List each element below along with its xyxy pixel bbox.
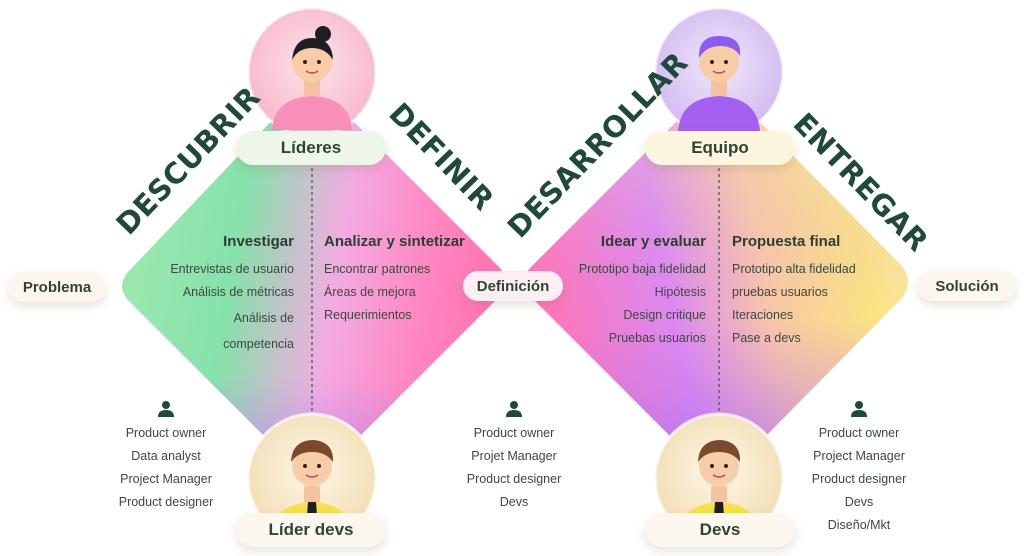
definition-label: Definición <box>463 271 563 301</box>
ideate-title: Idear y evaluar <box>600 233 706 250</box>
analyze-title: Analizar y sintetizar <box>324 233 465 250</box>
solution-label: Solución <box>918 271 1016 301</box>
devs-avatar <box>653 412 785 544</box>
investigate-title: Investigar <box>223 233 294 250</box>
team-label: Equipo <box>645 131 795 165</box>
list-item: Iteraciones <box>732 308 794 322</box>
final-column: Propuesta final Prototipo alta fidelidad… <box>732 232 902 350</box>
team-avatar <box>653 6 785 138</box>
list-item: Product designer <box>466 472 562 486</box>
list-item: Prototipo baja fidelidad <box>578 262 706 276</box>
list-item: Prototipo alta fidelidad <box>732 262 856 276</box>
list-item: Product owner <box>125 426 207 440</box>
list-item: Análisis de métricas <box>182 285 294 299</box>
list-item: Design critique <box>623 308 706 322</box>
list-item: Diseño/Mkt <box>827 518 891 532</box>
list-item: Product designer <box>118 495 214 509</box>
list-item: Project Manager <box>120 472 212 486</box>
roles-left: Product owner Data analyst Project Manag… <box>91 400 241 514</box>
list-item: Áreas de mejora <box>324 285 416 299</box>
list-item: Devs <box>499 495 529 509</box>
devs-label: Devs <box>645 513 795 547</box>
list-item: Product designer <box>811 472 907 486</box>
list-item: Project Manager <box>813 449 905 463</box>
leaders-avatar <box>246 6 378 138</box>
list-item: Product owner <box>473 426 555 440</box>
list-item: Encontrar patrones <box>324 262 431 276</box>
investigate-column: Investigar Entrevistas de usuario Anális… <box>150 232 294 356</box>
leaders-label: Líderes <box>236 131 386 165</box>
list-item: Hipótesis <box>654 285 706 299</box>
list-item: Análisis de <box>233 311 294 325</box>
list-item: Data analyst <box>131 449 201 463</box>
analyze-column: Analizar y sintetizar Encontrar patrones… <box>324 232 494 327</box>
list-item: Requerimientos <box>324 308 412 322</box>
list-item: Entrevistas de usuario <box>170 262 294 276</box>
final-title: Propuesta final <box>732 233 841 250</box>
person-icon <box>851 401 867 417</box>
list-item: Pase a devs <box>732 331 801 345</box>
person-icon <box>158 401 174 417</box>
list-item: Pruebas usuarios <box>608 331 706 345</box>
dev-lead-label: Líder devs <box>236 513 386 547</box>
list-item: Product owner <box>818 426 900 440</box>
roles-right: Product owner Project Manager Product de… <box>784 400 934 537</box>
roles-center: Product owner Projet Manager Product des… <box>439 400 589 514</box>
list-item: competencia <box>223 337 294 351</box>
list-item: Devs <box>844 495 874 509</box>
list-item: pruebas usuarios <box>732 285 828 299</box>
ideate-column: Idear y evaluar Prototipo baja fidelidad… <box>546 232 706 350</box>
problem-label: Problema <box>8 272 106 302</box>
person-icon <box>506 401 522 417</box>
list-item: Projet Manager <box>471 449 557 463</box>
